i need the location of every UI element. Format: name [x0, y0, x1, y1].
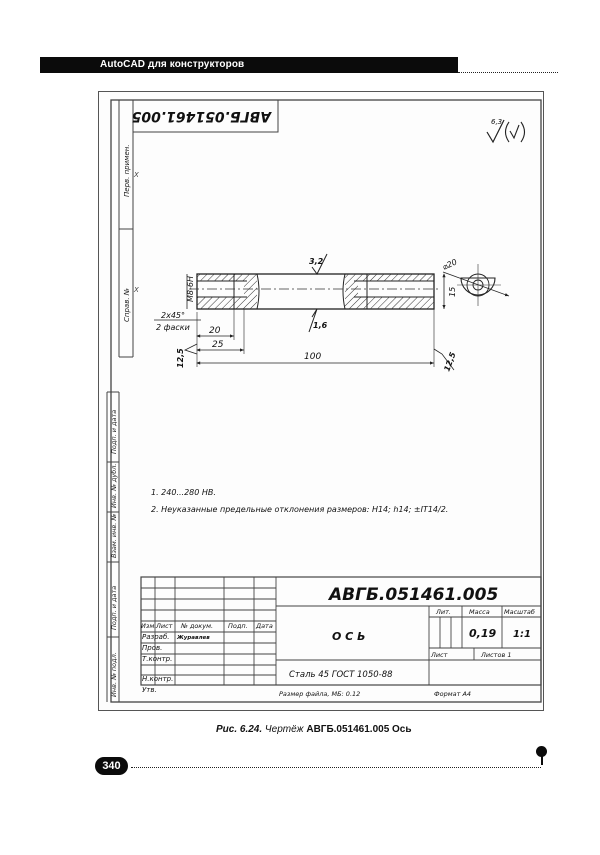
svg-text:Лист: Лист — [430, 651, 448, 659]
svg-text:М8-6Н: М8-6Н — [186, 276, 195, 302]
inner-frame — [110, 99, 542, 703]
svg-text:Пров.: Пров. — [142, 644, 162, 652]
strip-label-sprav: Справ. № — [123, 288, 131, 322]
title-block-designation: АВГБ.051461.005 — [327, 585, 498, 605]
part-name: О С Ь — [332, 630, 365, 643]
title-block — [140, 576, 542, 686]
svg-text:2 фаски: 2 фаски — [156, 323, 190, 332]
footer-bullet-stem — [541, 755, 543, 765]
strip-label-perv-primen: Перв. примен. — [123, 144, 131, 197]
footer-dotted-rule — [131, 767, 541, 768]
rotated-designation-box: АВГБ.051461.005 — [131, 99, 279, 133]
svg-text:3,2: 3,2 — [309, 257, 324, 266]
figure-caption: Рис. 6.24. Чертёж АВГБ.051461.005 Ось — [216, 724, 412, 735]
format: Формат А4 — [434, 690, 471, 698]
svg-text:Масса: Масса — [469, 608, 490, 616]
svg-text:⌀20: ⌀20 — [441, 257, 458, 271]
svg-text:2х45°: 2х45° — [161, 311, 185, 320]
svg-text:100: 100 — [304, 352, 321, 362]
svg-text:Разраб.: Разраб. — [142, 633, 170, 641]
svg-text:Журавлев: Журавлев — [176, 635, 210, 641]
title-block-text: Изм. Лист № докум. Подп. Дата Разраб. Жу… — [141, 585, 535, 698]
caption-middle: Чертёж — [264, 724, 304, 735]
svg-text:Изм.: Изм. — [141, 622, 156, 630]
svg-text:Листов 1: Листов 1 — [480, 651, 511, 659]
part-drawing-axis — [189, 273, 441, 310]
svg-text:Утв.: Утв. — [142, 686, 157, 694]
strip-value-x: X — [133, 286, 139, 294]
note-1: 1. 240...280 НВ. — [151, 488, 216, 497]
left-strip-lower: Подп. и дата Инв. № дубл. Взам. инв. № П… — [106, 391, 120, 702]
scale-value: 1:1 — [513, 629, 531, 640]
running-header-bar — [40, 57, 458, 73]
svg-text:6,3: 6,3 — [491, 118, 502, 126]
strip-value-x: X — [133, 171, 139, 179]
dimension-annotations: М8-6Н 15 2х45° 2 фаски 20 25 100 3,2 — [154, 253, 458, 373]
file-size: Размер файла, МБ: 0.12 — [279, 690, 360, 698]
technical-notes: 1. 240...280 НВ. 2. Неуказанные предельн… — [151, 488, 448, 514]
mass-value: 0,19 — [469, 627, 496, 640]
svg-text:Т.контр.: Т.контр. — [142, 655, 172, 663]
material: Сталь 45 ГОСТ 1050-88 — [289, 670, 393, 680]
page-number: 340 — [95, 757, 128, 775]
drawing-svg: Перв. примен. X Справ. № X Подп. и дата … — [106, 99, 542, 703]
side-view: ⌀20 — [441, 257, 510, 306]
strip-label-vzam-inv: Взам. инв. № — [110, 514, 118, 558]
strip-label-inv-podl: Инв. № подл. — [110, 652, 118, 697]
svg-text:Н.контр.: Н.контр. — [142, 675, 173, 683]
strip-label-inv-dubl: Инв. № дубл. — [110, 464, 118, 508]
svg-text:Дата: Дата — [255, 622, 273, 630]
caption-suffix: АВГБ.051461.005 Ось — [306, 724, 412, 735]
left-strip-upper: Перв. примен. X Справ. № X — [118, 100, 139, 358]
strip-label-podp-data: Подп. и дата — [110, 586, 118, 630]
svg-text:12,5: 12,5 — [176, 348, 185, 368]
running-header-title: AutoCAD для конструкторов — [100, 59, 245, 70]
svg-text:№ докум.: № докум. — [180, 622, 213, 630]
footer-bullet-icon — [536, 746, 547, 757]
svg-text:Подп.: Подп. — [228, 622, 248, 630]
svg-text:Лит.: Лит. — [435, 608, 451, 616]
caption-prefix: Рис. 6.24. — [216, 724, 263, 735]
header-dotted-rule — [458, 72, 558, 73]
designation-rotated: АВГБ.051461.005 — [131, 108, 272, 124]
general-roughness-icon: 6,3 — [486, 118, 526, 144]
drawing-sheet: Перв. примен. X Справ. № X Подп. и дата … — [98, 91, 544, 711]
svg-text:12,5: 12,5 — [442, 351, 457, 373]
svg-text:Масштаб: Масштаб — [504, 608, 535, 616]
strip-label-podp-data: Подп. и дата — [110, 410, 118, 454]
svg-text:20: 20 — [209, 326, 221, 336]
note-2: 2. Неуказанные предельные отклонения раз… — [151, 505, 448, 514]
svg-text:Лист: Лист — [155, 622, 173, 630]
svg-text:15: 15 — [448, 287, 457, 297]
svg-text:25: 25 — [212, 340, 224, 350]
svg-text:1,6: 1,6 — [313, 321, 328, 330]
